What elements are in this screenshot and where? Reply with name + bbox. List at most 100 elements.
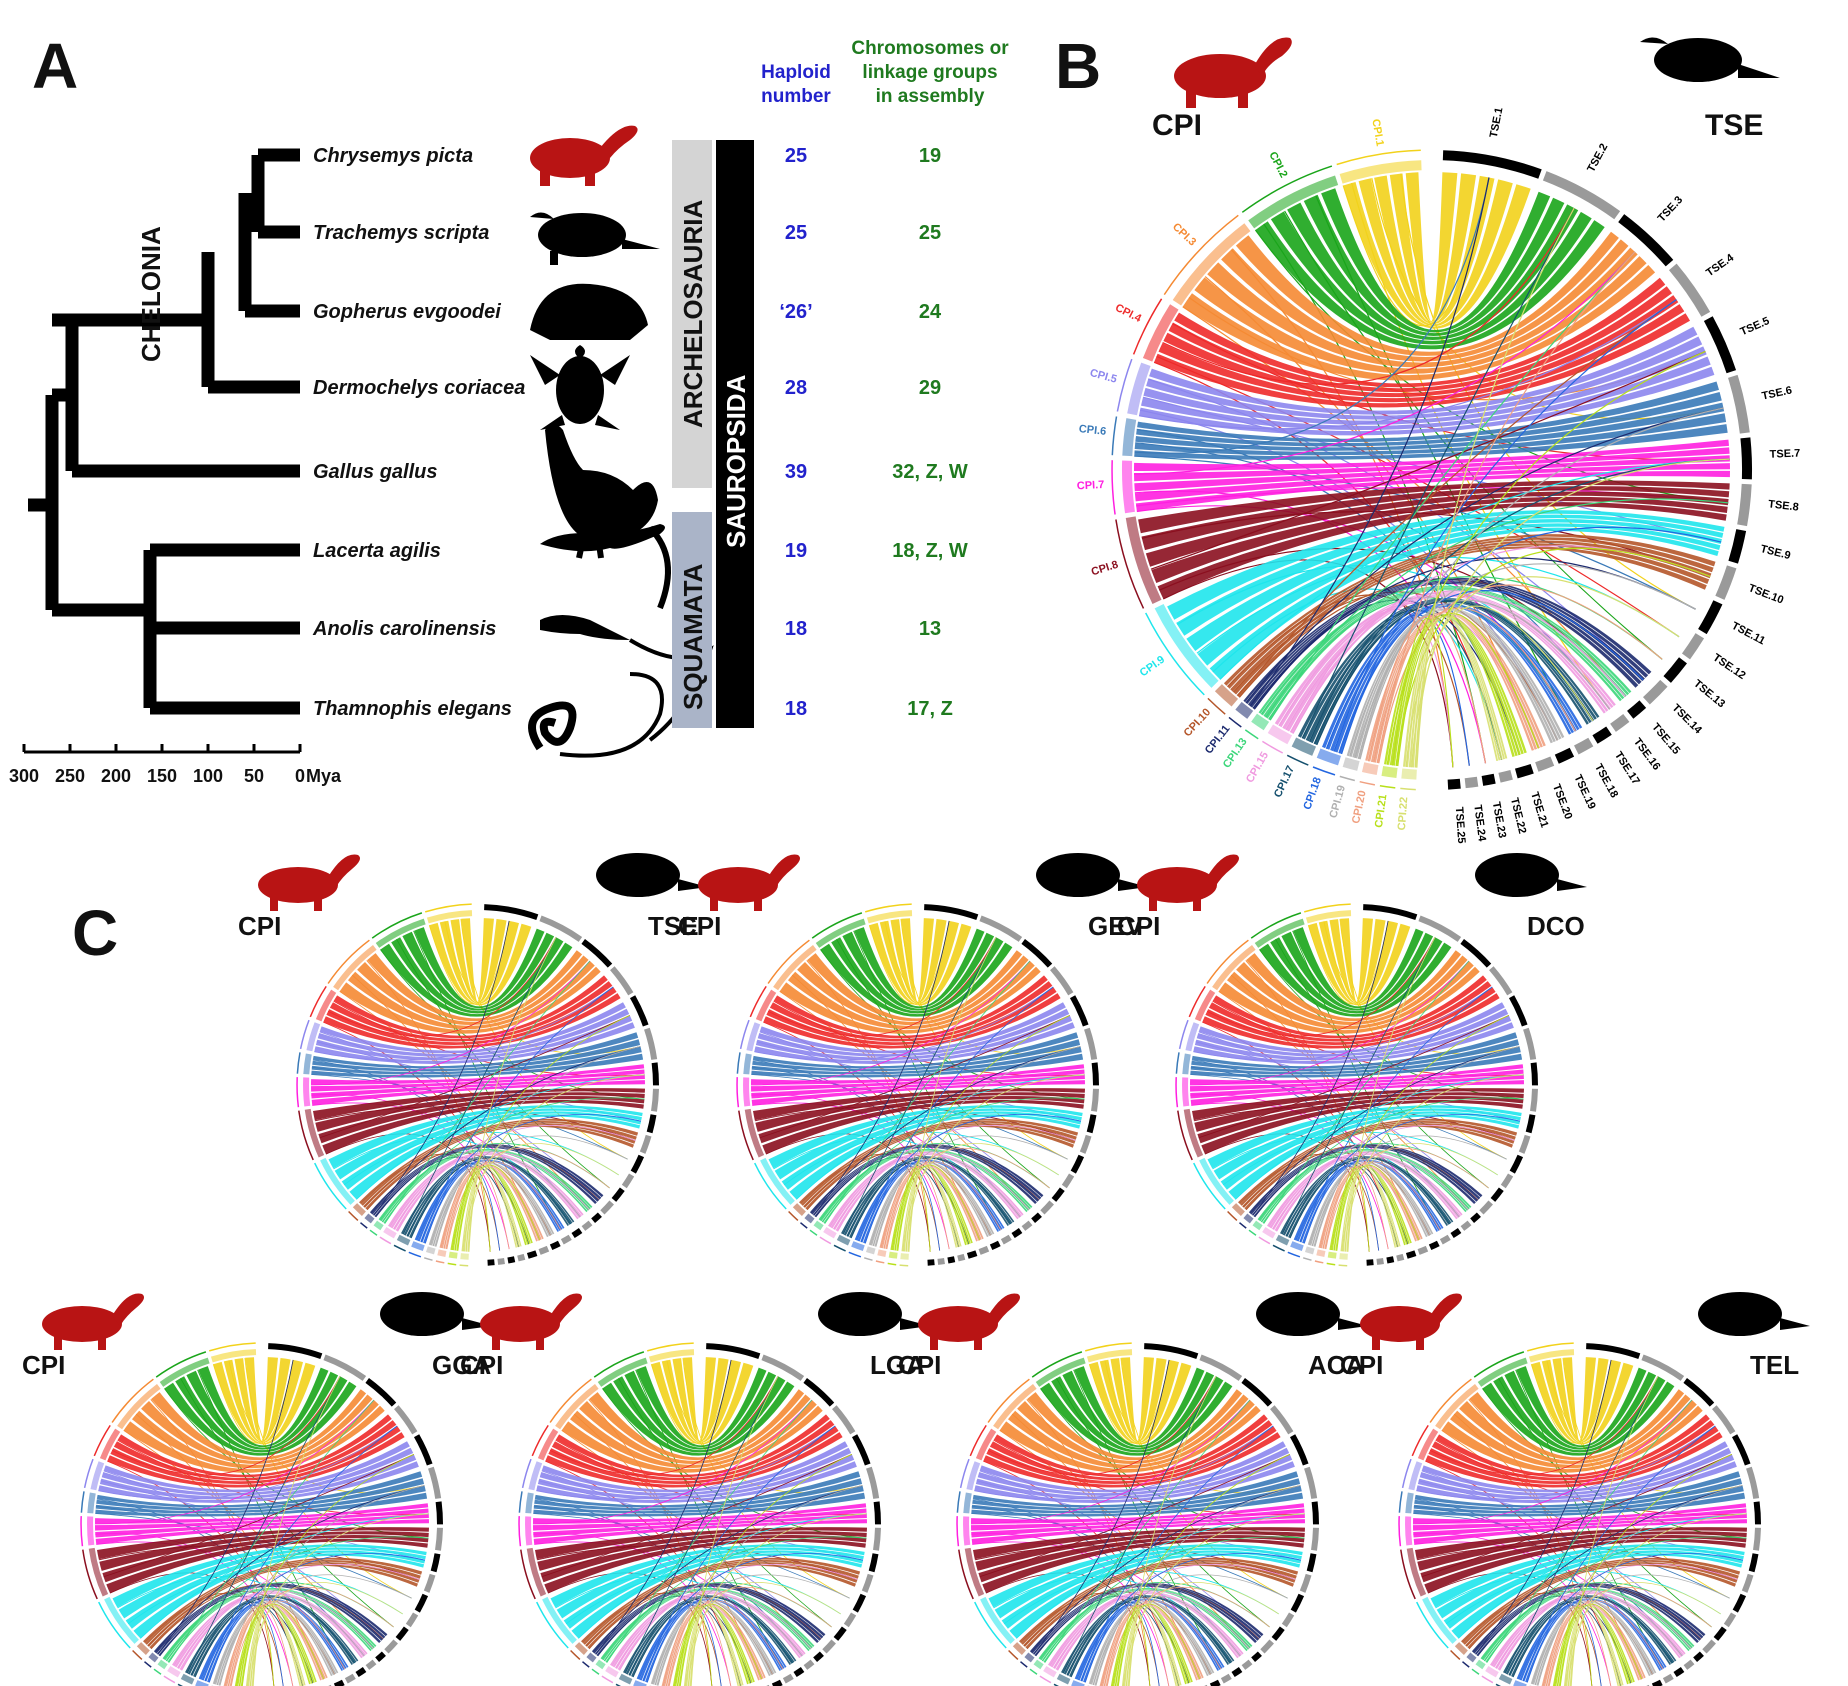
target-chromosome-segment — [333, 1679, 345, 1686]
synteny-ribbon — [1040, 1588, 1251, 1661]
synteny-ribbon — [1516, 1366, 1647, 1448]
cpi-chromosome-outline — [1303, 903, 1351, 913]
target-chromosome-segment — [1021, 1220, 1033, 1231]
synteny-thin-link — [662, 1605, 732, 1686]
synteny-thin-link — [842, 937, 997, 1235]
cpi-chromosome-outline — [80, 1516, 84, 1547]
cpi-chromosome-segment — [87, 1516, 95, 1546]
cpi-chromosome-outline — [1379, 784, 1396, 789]
cpi-chromosome-outline — [132, 1649, 143, 1660]
painted-turtle-icon — [698, 854, 800, 911]
cpi-chromosome-segment — [1212, 945, 1256, 991]
target-chromosome-segment — [487, 1259, 495, 1266]
cpi-chromosome-outline — [314, 1162, 347, 1210]
synteny-thin-link — [1123, 1581, 1279, 1686]
synteny-thin-link — [1042, 1536, 1305, 1662]
cpi-chromosome-segment — [1528, 1349, 1575, 1363]
synteny-ribbon — [1017, 1394, 1249, 1465]
synteny-thin-link — [638, 1553, 864, 1680]
target-chromosome-segment — [822, 1639, 836, 1654]
synteny-ribbon — [374, 1146, 597, 1217]
target-chromosome-segment — [1450, 1228, 1462, 1239]
tse-chromosome-label: TSE.4 — [1704, 251, 1737, 279]
synteny-thin-link — [1299, 986, 1493, 1243]
synteny-ribbon — [1340, 918, 1373, 1002]
target-chromosome-segment — [355, 1667, 367, 1678]
synteny-ribbon — [1157, 502, 1727, 599]
synteny-thin-link — [247, 1581, 403, 1686]
synteny-ribbon — [973, 1527, 1305, 1560]
synteny-ribbon — [602, 1588, 813, 1661]
cpi-chromosome-outline — [360, 1222, 368, 1229]
cpi-chromosome-segment — [743, 1053, 752, 1075]
synteny-thin-link — [1103, 1600, 1222, 1686]
cpi-chromosome-outline — [1178, 1019, 1189, 1050]
cpi-chromosome-segment — [1182, 1053, 1191, 1075]
synteny-ribbon — [994, 1547, 1302, 1619]
target-chromosome-segment — [1311, 1501, 1320, 1525]
cpi-chromosome-outline — [423, 1257, 433, 1261]
synteny-ribbon — [1411, 616, 1501, 768]
synteny-thin-link — [624, 1376, 779, 1674]
synteny-thin-link — [1284, 210, 1663, 660]
synteny-ribbon — [905, 1167, 959, 1252]
synteny-thin-link — [1106, 1587, 1270, 1686]
synteny-thin-link — [1341, 1142, 1498, 1252]
synteny-ribbon — [1493, 1376, 1666, 1453]
synteny-thin-link — [1405, 576, 1680, 767]
target-chromosome-segment — [1281, 1612, 1295, 1628]
chromosome-ideogram — [736, 903, 1100, 1267]
axis-tick-label: 200 — [101, 766, 131, 786]
synteny-thin-link — [1265, 498, 1729, 718]
synteny-ribbon — [348, 961, 595, 1030]
species-name: Lacerta agilis — [313, 540, 441, 562]
target-chromosome-segment — [1683, 1659, 1695, 1670]
squamata-label: SQUAMATA — [678, 563, 708, 710]
synteny-thin-link — [1311, 1135, 1507, 1247]
haploid-number: 18 — [785, 618, 807, 640]
cpi-chromosome-segment — [823, 1226, 837, 1239]
tortoise-icon — [530, 283, 648, 340]
chromosome-count: 19 — [919, 145, 941, 167]
cpi-chromosome-segment — [1342, 757, 1360, 771]
cpi-chromosome-segment — [320, 1157, 355, 1205]
clade-bars: ARCHELOSAURIA SQUAMATA SAUROPSIDA — [672, 140, 754, 728]
cpi-chromosome-outline — [899, 1264, 909, 1267]
cpi-chromosome-outline — [1244, 729, 1259, 740]
synteny-ribbon — [391, 937, 564, 1014]
synteny-thin-link — [1138, 299, 1677, 430]
synteny-ribbon — [788, 961, 1035, 1030]
cpi-chromosome-outline — [1248, 1229, 1257, 1236]
synteny-thin-link — [465, 1074, 645, 1252]
synteny-ribbon — [1430, 1544, 1745, 1608]
synteny-thin-link — [94, 1399, 375, 1525]
chromosome-ideogram — [956, 1342, 1320, 1686]
synteny-thin-link — [1301, 207, 1575, 739]
synteny-ribbons — [1133, 172, 1730, 768]
synteny-ribbon — [849, 1157, 1009, 1239]
target-chromosome-segment — [365, 1659, 377, 1670]
cpi-chromosome-outline — [298, 1110, 314, 1161]
target-chromosome-segment — [1091, 1088, 1099, 1112]
tse-chromosome-label: TSE.18 — [1592, 762, 1620, 800]
synteny-ribbon — [96, 1471, 423, 1508]
synteny-thin-link — [451, 1015, 630, 1251]
synteny-thin-link — [1272, 1151, 1469, 1230]
synteny-thin-link — [1319, 1166, 1389, 1250]
cpi-chromosome-outline — [1312, 766, 1336, 776]
target-chromosome-segment — [1542, 171, 1621, 220]
cpi-chromosome-label: CPI.5 — [1088, 367, 1118, 386]
synteny-ribbon — [177, 1592, 365, 1669]
synteny-ribbon — [1235, 231, 1619, 356]
left-species-abbr: CPI — [1117, 911, 1160, 941]
cpi-chromosome-segment — [773, 945, 817, 991]
synteny-ribbon — [1053, 1592, 1241, 1669]
target-chromosome-segment — [1091, 1062, 1100, 1086]
synteny-ribbon — [1318, 920, 1398, 1004]
target-chromosome-segment — [384, 1639, 398, 1654]
synteny-thin-link — [1330, 1015, 1509, 1251]
synteny-ribbon — [414, 1159, 565, 1241]
synteny-ribbon — [461, 918, 494, 1002]
painted-turtle-icon — [480, 1293, 582, 1350]
cpi-chromosome-segment — [1199, 1157, 1234, 1205]
